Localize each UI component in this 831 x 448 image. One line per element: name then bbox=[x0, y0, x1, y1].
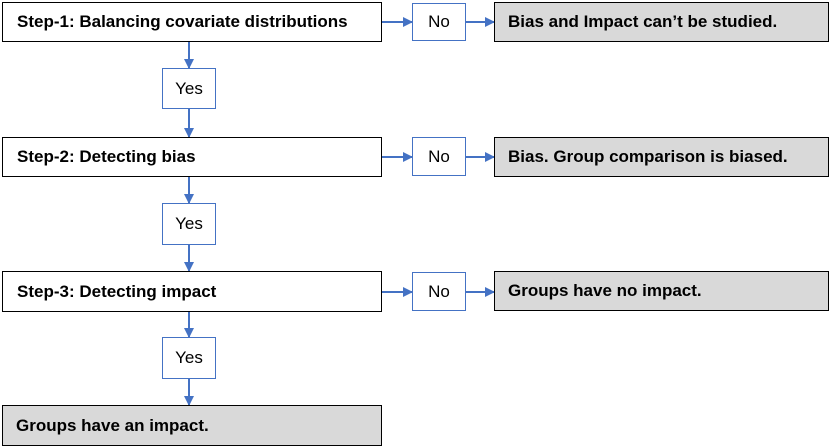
no-label-1: No bbox=[412, 3, 466, 41]
yes-label-3: Yes bbox=[162, 337, 216, 379]
step-2-label: Step-2: Detecting bias bbox=[17, 147, 196, 166]
outcome-1-box: Bias and Impact can’t be studied. bbox=[494, 2, 829, 42]
outcome-3-box: Groups have no impact. bbox=[494, 271, 829, 311]
no-label-3: No bbox=[412, 272, 466, 311]
yes-label-3-text: Yes bbox=[175, 348, 203, 367]
no-label-2-text: No bbox=[428, 146, 450, 166]
yes-label-2-text: Yes bbox=[175, 214, 203, 233]
yes-label-2: Yes bbox=[162, 203, 216, 245]
step-3-box: Step-3: Detecting impact bbox=[2, 271, 382, 312]
outcome-2-box: Bias. Group comparison is biased. bbox=[494, 137, 829, 177]
no-label-2: No bbox=[412, 137, 466, 176]
outcome-1-text: Bias and Impact can’t be studied. bbox=[508, 12, 778, 31]
yes-label-1-text: Yes bbox=[175, 78, 203, 98]
step-3-label: Step-3: Detecting impact bbox=[17, 281, 217, 301]
step-2-box: Step-2: Detecting bias bbox=[2, 137, 382, 177]
no-label-1-text: No bbox=[428, 12, 450, 31]
no-label-3-text: No bbox=[428, 281, 450, 301]
outcome-4-box: Groups have an impact. bbox=[2, 405, 382, 446]
yes-label-1: Yes bbox=[162, 68, 216, 109]
outcome-3-text: Groups have no impact. bbox=[508, 281, 702, 300]
step-1-label: Step-1: Balancing covariate distribution… bbox=[17, 12, 348, 31]
outcome-2-text: Bias. Group comparison is biased. bbox=[508, 147, 788, 166]
outcome-4-text: Groups have an impact. bbox=[16, 415, 209, 435]
step-1-box: Step-1: Balancing covariate distribution… bbox=[2, 2, 382, 42]
